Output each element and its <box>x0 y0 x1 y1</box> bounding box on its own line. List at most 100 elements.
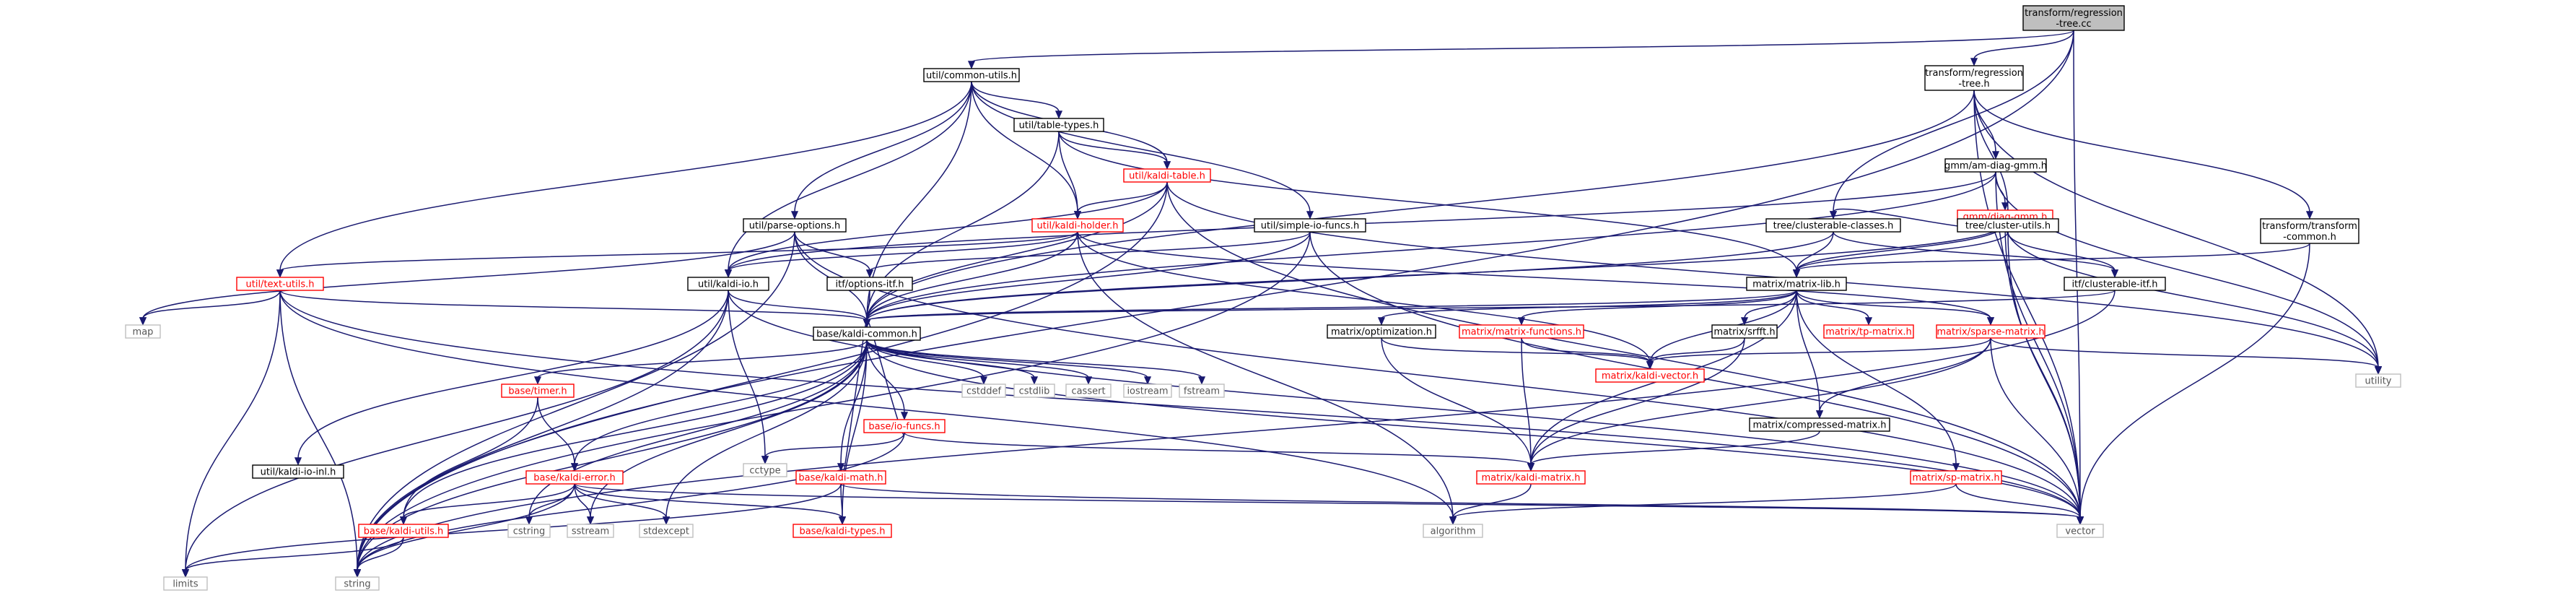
node-cluster_utils[interactable]: tree/cluster-utils.h <box>1957 218 2059 233</box>
edge-text_utils-to-string <box>279 290 362 578</box>
node-cstdlib[interactable]: cstdlib <box>1013 384 1055 398</box>
node-tp_matrix[interactable]: matrix/tp-matrix.h <box>1823 324 1914 339</box>
edge-kaldi_error-to-vector <box>574 483 2084 525</box>
node-label: matrix/matrix-functions.h <box>1462 327 1581 338</box>
edge-matrix_lib-to-tp_matrix <box>1796 290 1873 326</box>
node-kaldi_error[interactable]: base/kaldi-error.h <box>525 470 624 485</box>
node-transform_common[interactable]: transform/transform-common.h <box>2260 218 2359 244</box>
node-optimization[interactable]: matrix/optimization.h <box>1327 324 1436 339</box>
node-label: tree/clusterable-classes.h <box>1773 221 1894 232</box>
node-label: tree/cluster-utils.h <box>1965 221 2051 232</box>
edge-kaldi_math-to-kaldi_types <box>838 483 847 525</box>
edge-kaldi_table-to-kaldi_holder <box>1073 181 1168 220</box>
edge-sparse_matrix-to-compressed_matrix <box>1815 337 1991 419</box>
edge-transform_common-to-matrix_lib <box>1792 243 2310 278</box>
node-label: fstream <box>1184 386 1220 397</box>
node-label: string <box>344 579 370 590</box>
node-kaldi_table[interactable]: util/kaldi-table.h <box>1123 168 1211 183</box>
node-label: matrix/compressed-matrix.h <box>1752 420 1886 431</box>
node-options_itf[interactable]: itf/options-itf.h <box>826 277 913 291</box>
node-stdexcept[interactable]: stdexcept <box>639 524 694 538</box>
node-am_diag_gmm[interactable]: gmm/am-diag-gmm.h <box>1944 158 2047 173</box>
edge-kaldi_utils-to-string <box>353 537 404 578</box>
edge-optimization-to-kaldi_matrix <box>1381 337 1535 472</box>
node-label: base/kaldi-common.h <box>816 329 917 340</box>
node-kaldi_holder[interactable]: util/kaldi-holder.h <box>1031 218 1124 233</box>
node-label: util/common-utils.h <box>926 71 1017 82</box>
edge-table_types-to-kaldi_holder <box>1058 131 1082 220</box>
node-root[interactable]: transform/regression-tree.cc <box>2022 5 2125 31</box>
node-iostream[interactable]: iostream <box>1123 384 1172 398</box>
node-timer[interactable]: base/timer.h <box>501 384 575 398</box>
node-kaldi_io_inl[interactable]: util/kaldi-io-inl.h <box>252 464 344 479</box>
edge-parse_options-to-vector <box>794 231 2084 525</box>
node-label: cstring <box>513 526 545 537</box>
node-algorithm[interactable]: algorithm <box>1423 524 1483 538</box>
node-kaldi_matrix[interactable]: matrix/kaldi-matrix.h <box>1476 470 1586 485</box>
node-limits[interactable]: limits <box>163 576 208 591</box>
node-text_utils[interactable]: util/text-utils.h <box>236 277 324 291</box>
edge-kaldi_common-to-cassert <box>866 339 1093 385</box>
node-label: transform/regression <box>1925 68 2023 79</box>
node-table_types[interactable]: util/table-types.h <box>1013 118 1104 132</box>
node-clusterable_itf[interactable]: itf/clusterable-itf.h <box>2064 277 2166 291</box>
edge-matrix_lib-to-sparse_matrix <box>1796 290 1995 326</box>
edge-cluster_utils-to-clusterable_itf <box>2007 231 2119 278</box>
node-map[interactable]: map <box>125 324 161 339</box>
node-matrix_functions[interactable]: matrix/matrix-functions.h <box>1459 324 1584 339</box>
edge-simple_io-to-options_itf <box>865 231 1311 278</box>
node-label: gmm/am-diag-gmm.h <box>1944 161 2047 172</box>
node-label: -tree.cc <box>2056 19 2091 30</box>
node-label: cstddef <box>966 386 1002 397</box>
node-sparse_matrix[interactable]: matrix/sparse-matrix.h <box>1936 324 2045 339</box>
node-label: util/table-types.h <box>1019 121 1099 131</box>
node-kaldi_vector[interactable]: matrix/kaldi-vector.h <box>1595 368 1705 383</box>
node-kaldi_common[interactable]: base/kaldi-common.h <box>813 326 921 341</box>
edge-sparse_matrix-to-kaldi_matrix <box>1527 337 1991 472</box>
graph-nodes: transform/regression-tree.ccutil/common-… <box>125 5 2401 591</box>
node-fstream[interactable]: fstream <box>1179 384 1225 398</box>
edge-kaldi_holder-to-text_utils <box>276 231 1078 278</box>
edge-kaldi_common-to-fstream <box>866 339 1206 385</box>
edge-matrix_lib-to-sp_matrix <box>1796 290 1960 472</box>
edge-io_funcs-to-cctype <box>761 432 905 464</box>
node-io_funcs[interactable]: base/io-funcs.h <box>863 419 946 433</box>
node-srfft[interactable]: matrix/srfft.h <box>1711 324 1778 339</box>
node-label: cstdlib <box>1019 386 1050 397</box>
edge-kaldi_error-to-sstream <box>574 483 595 525</box>
node-label: -tree.h <box>1958 79 1989 90</box>
node-label: matrix/tp-matrix.h <box>1825 327 1912 338</box>
node-sstream[interactable]: sstream <box>567 524 614 538</box>
node-cstddef[interactable]: cstddef <box>961 384 1006 398</box>
edge-rt_h-to-transform_common <box>1973 90 2314 220</box>
node-label: util/kaldi-io.h <box>698 280 759 290</box>
node-rt_h[interactable]: transform/regression-tree.h <box>1924 65 2024 91</box>
node-cstring[interactable]: cstring <box>507 524 551 538</box>
node-matrix_lib[interactable]: matrix/matrix-lib.h <box>1746 277 1847 291</box>
edge-common_utils-to-kaldi_io <box>724 81 972 278</box>
node-label: utility <box>2365 376 2392 387</box>
node-sp_matrix[interactable]: matrix/sp-matrix.h <box>1910 470 2002 485</box>
node-label: matrix/optimization.h <box>1331 327 1432 338</box>
node-label: util/simple-io-funcs.h <box>1261 221 1359 232</box>
node-common_utils[interactable]: util/common-utils.h <box>923 68 1020 82</box>
node-kaldi_io[interactable]: util/kaldi-io.h <box>687 277 769 291</box>
node-cctype[interactable]: cctype <box>743 463 787 477</box>
node-kaldi_math[interactable]: base/kaldi-math.h <box>795 470 886 485</box>
edge-root-to-common_utils <box>967 30 2074 69</box>
edge-common_utils-to-kaldi_holder <box>971 81 1082 220</box>
edge-optimization-to-kaldi_vector <box>1381 337 1654 370</box>
node-kaldi_utils[interactable]: base/kaldi-utils.h <box>358 524 449 538</box>
node-utility[interactable]: utility <box>2355 373 2401 388</box>
node-simple_io[interactable]: util/simple-io-funcs.h <box>1254 218 1366 233</box>
node-label: base/io-funcs.h <box>868 422 940 433</box>
node-vector[interactable]: vector <box>2056 524 2104 538</box>
node-string[interactable]: string <box>335 576 380 591</box>
node-clusterable_classes[interactable]: tree/clusterable-classes.h <box>1765 218 1901 233</box>
edge-kaldi_common-to-timer <box>533 339 868 385</box>
node-kaldi_types[interactable]: base/kaldi-types.h <box>793 524 892 538</box>
node-label: base/kaldi-math.h <box>798 473 883 484</box>
node-parse_options[interactable]: util/parse-options.h <box>743 218 847 233</box>
node-cassert[interactable]: cassert <box>1065 384 1112 398</box>
node-compressed_matrix[interactable]: matrix/compressed-matrix.h <box>1749 417 1890 432</box>
